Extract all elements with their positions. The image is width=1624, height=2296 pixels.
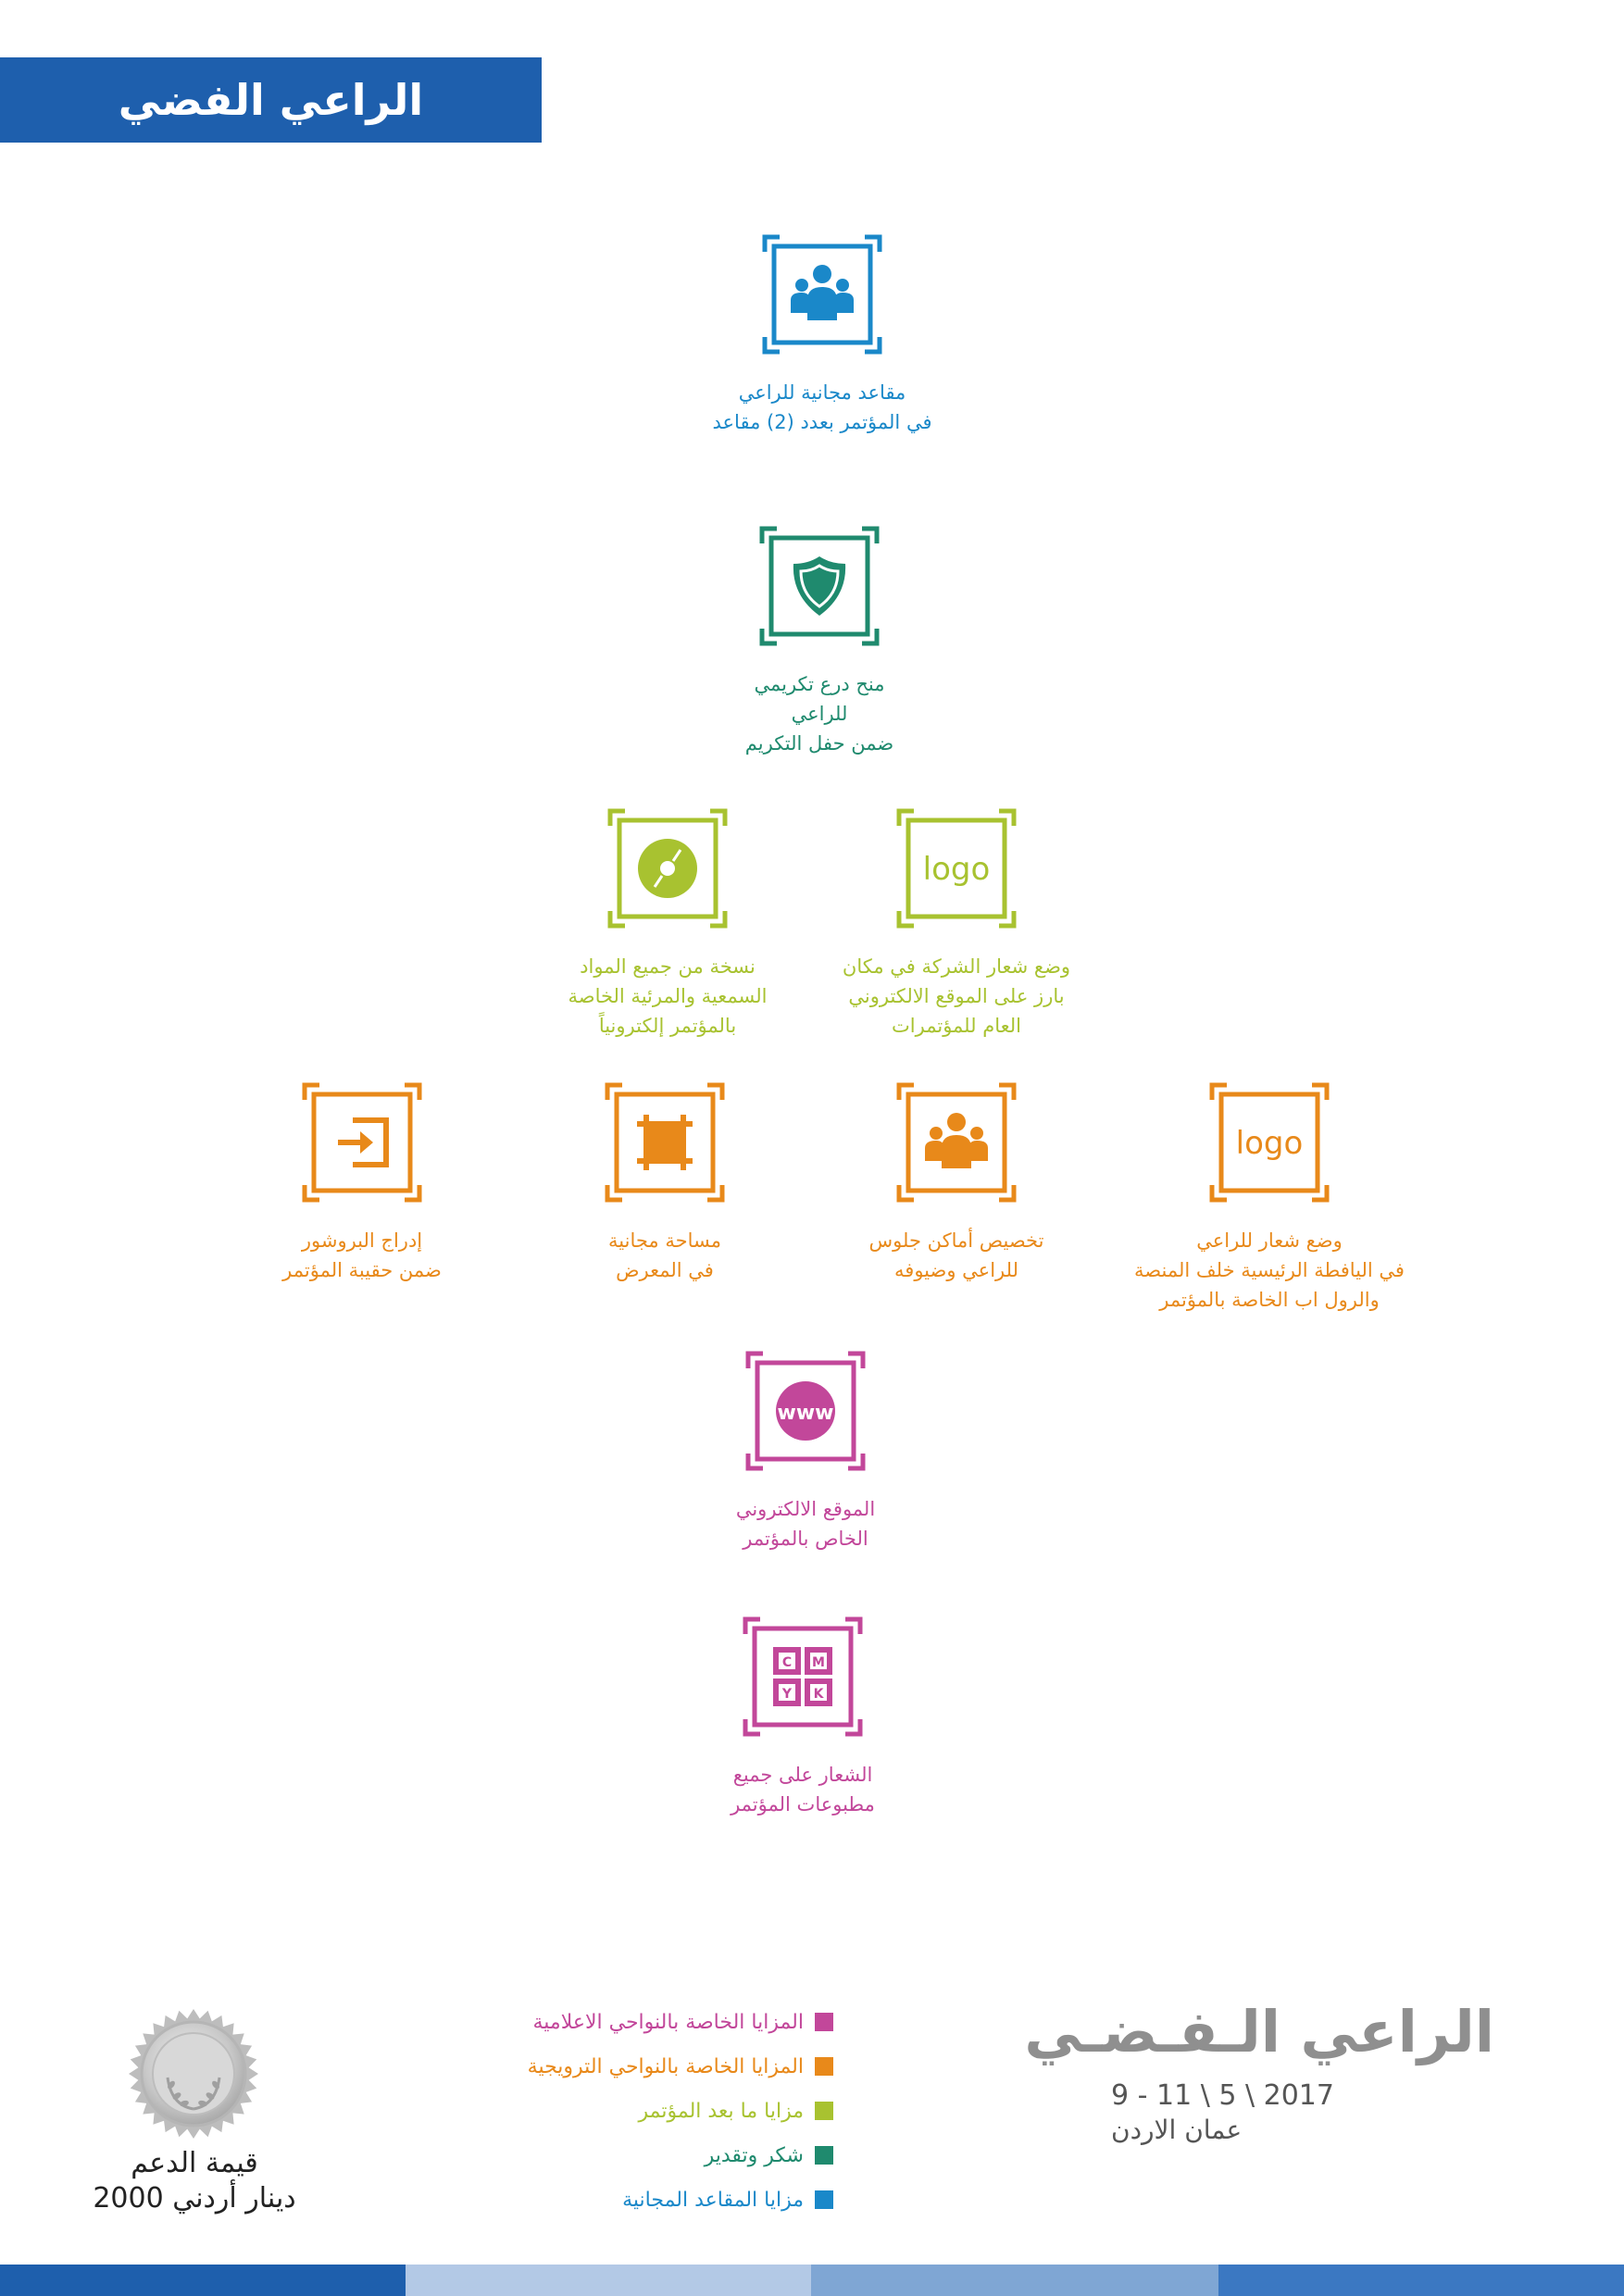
legend-item-media: المزايا الخاصة بالنواحي الاعلامية — [481, 2000, 833, 2044]
logo-text: logo — [1236, 1125, 1304, 1162]
www-icon: www — [744, 1350, 867, 1472]
silver-medal-icon — [125, 2005, 262, 2146]
feature-brochure: إدراج البروشور ضمن حقيبة المؤتمر — [168, 1081, 556, 1285]
legend-square — [815, 2190, 833, 2209]
logo-text: logo — [923, 851, 991, 888]
page-title-banner: الراعي الفضي — [0, 57, 542, 143]
footer-place: عمان الاردن — [1111, 2115, 1243, 2145]
crop-icon — [604, 1081, 726, 1204]
legend: المزايا الخاصة بالنواحي الاعلامية المزاي… — [481, 2000, 833, 2222]
feature-seats: مقاعد مجانية للراعي في المؤتمر بعدد (2) … — [628, 233, 1017, 437]
insert-icon — [301, 1081, 423, 1204]
feature-caption: وضع شعار الشركة في مكان بارز على الموقع … — [842, 955, 1071, 1037]
footer-date: 9 - 11 \ 5 \ 2017 — [1111, 2079, 1334, 2112]
logo-icon: logo — [1208, 1081, 1330, 1204]
feature-website: www الموقع اﻻلكتروني الخاص بالمؤتمر — [611, 1350, 1000, 1554]
support-value-block: قيمة الدعم 2000 دينار أردني — [69, 2146, 319, 2216]
www-text: www — [778, 1402, 834, 1425]
group-icon — [761, 233, 883, 356]
feature-caption: منح درع تكريمي للراعي ضمن حفل التكريم — [744, 673, 894, 755]
bottom-bar-segment-4 — [1218, 2265, 1624, 2296]
legend-label: شكر وتقدير — [704, 2143, 804, 2167]
feature-caption: إدراج البروشور ضمن حقيبة المؤتمر — [282, 1229, 442, 1281]
feature-logo-stage: logo وضع شعار للراعي في اليافطة الرئيسية … — [1075, 1081, 1464, 1315]
legend-square — [815, 2057, 833, 2076]
legend-label: المزايا الخاصة بالنواحي الترويجية — [527, 2054, 804, 2078]
disc-icon — [606, 807, 729, 930]
logo-icon: logo — [895, 807, 1018, 930]
bottom-bar-segment-2 — [406, 2265, 811, 2296]
feature-caption: نسخة من جميع المواد السمعية والمرئية الخ… — [568, 955, 768, 1037]
feature-cd: نسخة من جميع المواد السمعية والمرئية الخ… — [473, 807, 862, 1041]
bottom-bar-segment-1 — [0, 2265, 406, 2296]
legend-item-seats: مزايا المقاعد المجانية — [481, 2177, 833, 2222]
feature-caption: الشعار على جميع مطبوعات المؤتمر — [731, 1764, 875, 1816]
feature-print: C M Y K الشعار على جميع مطبوعات المؤتمر — [608, 1616, 997, 1819]
feature-caption: مقاعد مجانية للراعي في المؤتمر بعدد (2) … — [712, 381, 932, 433]
feature-caption: تخصيص أماكن جلوس للراعي وضيوفه — [868, 1229, 1044, 1281]
footer-title: الراعي الـفـضـي — [1024, 1998, 1494, 2065]
legend-square — [815, 2013, 833, 2031]
shield-icon — [758, 525, 881, 647]
cmyk-letter: M — [812, 1655, 825, 1670]
legend-square — [815, 2146, 833, 2165]
feature-caption: الموقع اﻻلكتروني الخاص بالمؤتمر — [735, 1498, 876, 1550]
legend-label: المزايا الخاصة بالنواحي الاعلامية — [532, 2010, 805, 2034]
feature-logo-web: logo وضع شعار الشركة في مكان بارز على الم… — [762, 807, 1151, 1041]
cmyk-letter: K — [814, 1687, 825, 1702]
page-title: الراعي الفضي — [118, 75, 424, 125]
feature-caption: مساحة مجانية في المعرض — [608, 1229, 721, 1281]
support-label: قيمة الدعم — [131, 2147, 258, 2179]
cmyk-letter: C — [782, 1655, 792, 1670]
legend-item-promo: المزايا الخاصة بالنواحي الترويجية — [481, 2044, 833, 2089]
feature-shield: منح درع تكريمي للراعي ضمن حفل التكريم — [625, 525, 1014, 758]
support-amount: 2000 دينار أردني — [93, 2182, 296, 2215]
legend-label: مزايا ما بعد المؤتمر — [638, 2099, 805, 2123]
bottom-bar-segment-3 — [811, 2265, 1218, 2296]
legend-label: مزايا المقاعد المجانية — [622, 2188, 804, 2212]
cmyk-letter: Y — [781, 1687, 793, 1702]
legend-item-thanks: شكر وتقدير — [481, 2133, 833, 2177]
cmyk-icon: C M Y K — [742, 1616, 864, 1738]
legend-item-post: مزايا ما بعد المؤتمر — [481, 2089, 833, 2133]
legend-square — [815, 2102, 833, 2120]
feature-caption: وضع شعار للراعي في اليافطة الرئيسية خلف … — [1134, 1229, 1405, 1311]
feature-seating: تخصيص أماكن جلوس للراعي وضيوفه — [762, 1081, 1151, 1285]
feature-space: مساحة مجانية في المعرض — [470, 1081, 859, 1285]
group-icon — [895, 1081, 1018, 1204]
